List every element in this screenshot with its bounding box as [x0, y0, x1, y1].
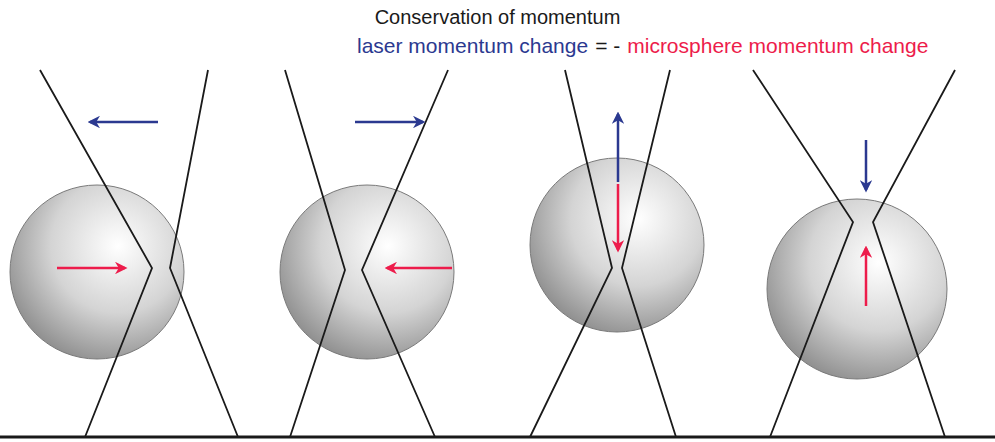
- laser-beam: [873, 70, 955, 437]
- sphere-momentum-arrow: [865, 248, 868, 306]
- microsphere: [767, 199, 947, 379]
- laser-beam: [362, 70, 448, 437]
- laser-momentum-arrow: [865, 140, 868, 190]
- laser-beam: [285, 70, 345, 437]
- sphere-momentum-arrow: [617, 184, 620, 250]
- laser-momentum-arrow: [90, 121, 158, 124]
- laser-beam: [622, 70, 676, 437]
- laser-beam: [40, 70, 152, 437]
- laser-beam: [170, 70, 238, 437]
- laser-momentum-arrow: [355, 121, 423, 124]
- equation-line: laser momentum change = - microsphere mome…: [357, 34, 928, 58]
- laser-momentum-arrow: [617, 114, 620, 182]
- laser-beam: [753, 70, 853, 437]
- equation-operator: = -: [595, 34, 620, 58]
- sphere-momentum-arrow: [57, 267, 125, 270]
- diagram-title: Conservation of momentum: [0, 6, 995, 29]
- microsphere: [10, 185, 184, 359]
- ground-line: [0, 436, 995, 439]
- equation-term: laser momentum change: [357, 34, 588, 58]
- laser-beam: [530, 70, 612, 437]
- equation-term: microsphere momentum change: [627, 34, 928, 58]
- sphere-momentum-arrow: [387, 267, 452, 270]
- microsphere: [280, 185, 454, 359]
- microsphere: [530, 158, 704, 332]
